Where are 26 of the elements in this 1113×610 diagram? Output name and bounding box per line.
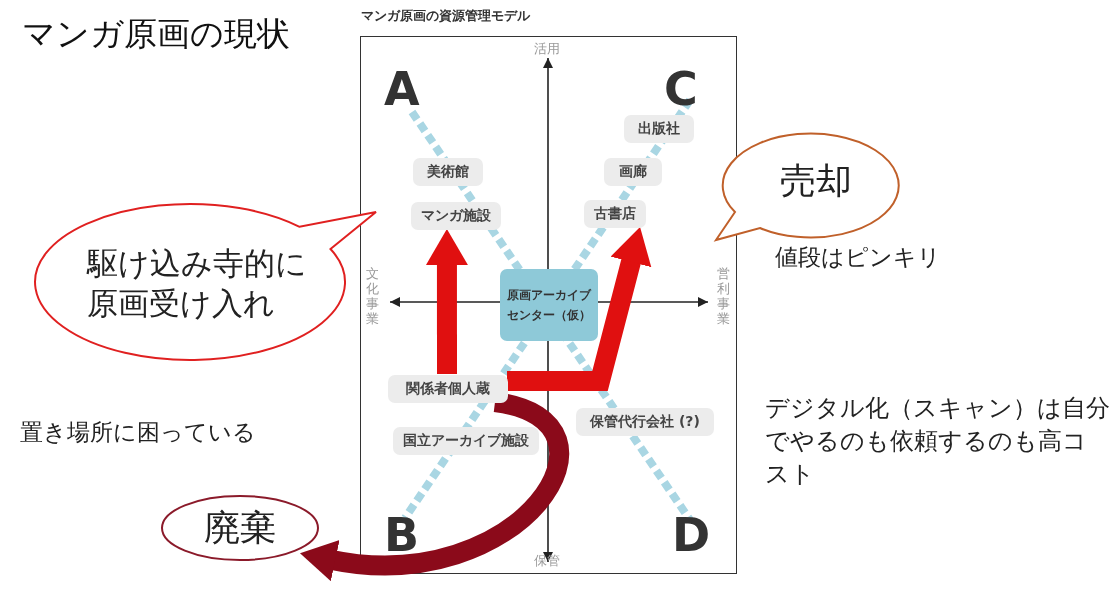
axis-label: 文化事業: [366, 266, 380, 326]
place-box: 古書店: [584, 200, 646, 228]
place-box: 関係者個人蔵: [388, 375, 508, 403]
place-box: マンガ施設: [411, 202, 501, 230]
place-box: 美術館: [413, 158, 483, 186]
axis-label: 活用: [534, 40, 560, 58]
title: マンガ原画の現状: [22, 13, 290, 55]
place-box: 国立アーカイブ施設: [393, 427, 539, 455]
note-text: 置き場所に困っている: [20, 418, 256, 447]
archive-center-box: 原画アーカイブセンター（仮）: [500, 269, 598, 341]
quadrant-letter: B: [384, 508, 420, 562]
note-text: デジタル化（スキャン）は自分でやるのも依頼するのも高コスト: [765, 393, 1110, 490]
arrow: [507, 227, 652, 391]
quadrant-letter: A: [384, 62, 420, 116]
place-box: 画廊: [604, 158, 662, 186]
panel-heading: マンガ原画の資源管理モデル: [361, 7, 530, 25]
axis-label: 営利事業: [717, 266, 731, 326]
arrow: [299, 392, 569, 581]
quadrant-letter: D: [672, 508, 711, 562]
arrow: [425, 229, 468, 374]
axis-label: 保管: [534, 552, 560, 570]
quadrant-letter: C: [664, 62, 698, 116]
place-box: 出版社: [624, 115, 694, 143]
note-text: 値段はピンキリ: [775, 243, 941, 272]
place-box: 保管代行会社 (?): [576, 408, 714, 436]
ellipse-label: 廃棄: [160, 494, 320, 562]
